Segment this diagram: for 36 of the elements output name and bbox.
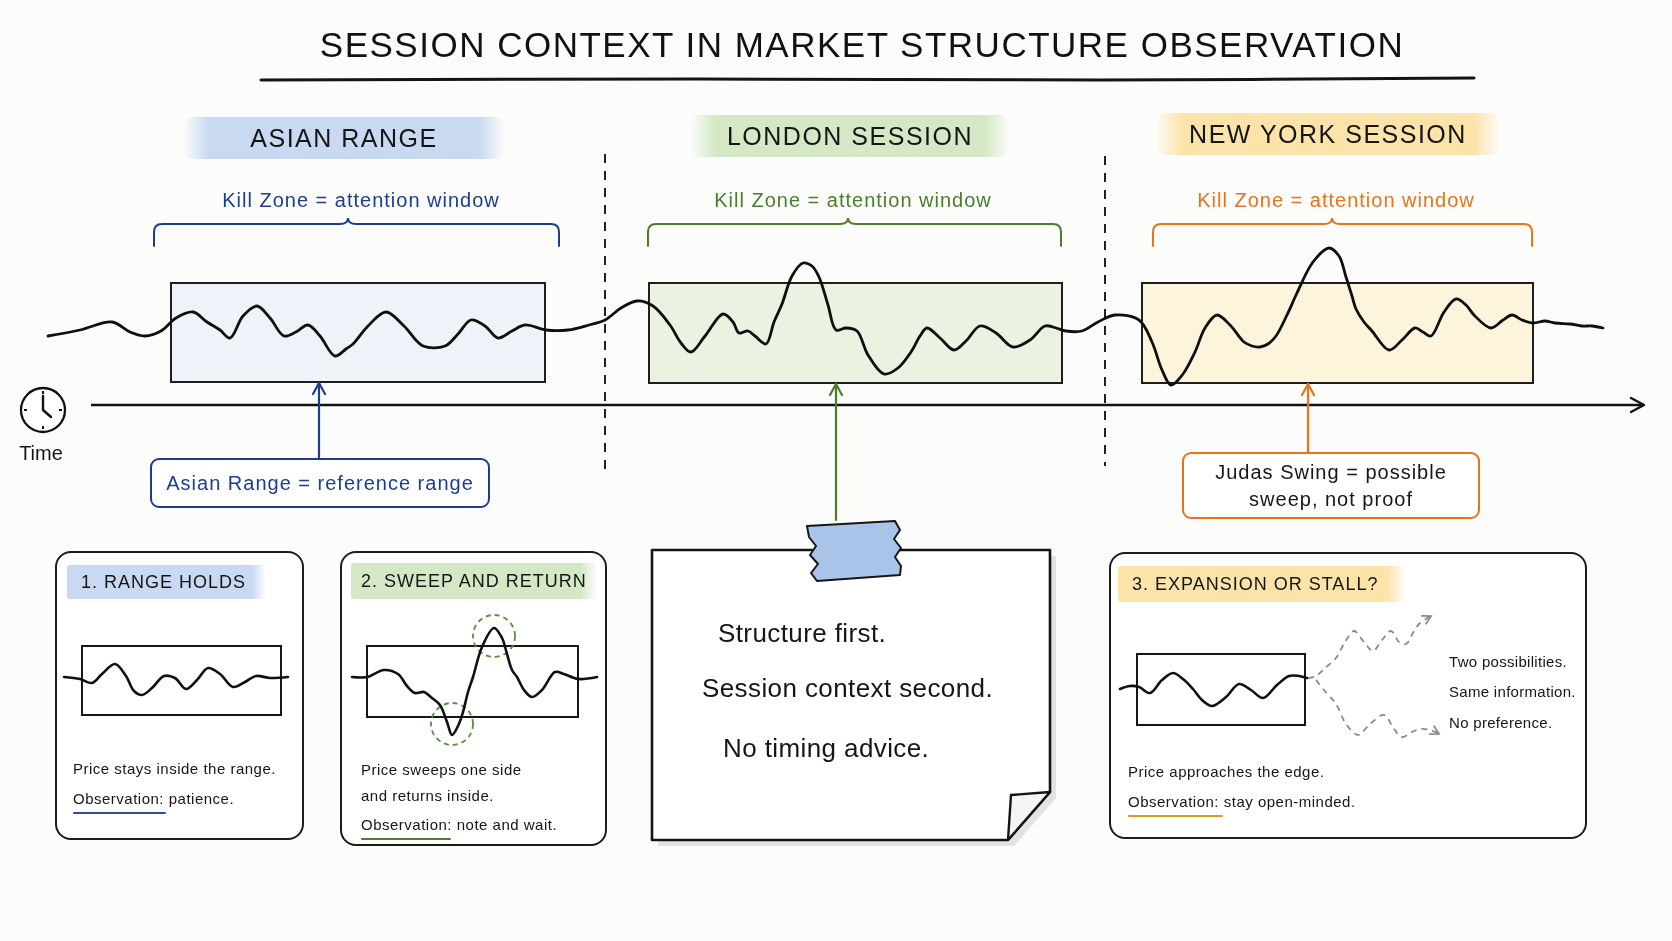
scenario-card xyxy=(340,551,607,846)
session-heading: ASIAN RANGE xyxy=(183,117,505,159)
axis-label: Time xyxy=(19,441,63,466)
callout-text: Asian Range = reference range xyxy=(166,470,474,496)
card-heading: 2. SWEEP AND RETURN xyxy=(351,563,598,599)
zone-label: Kill Zone = attention window xyxy=(714,188,992,213)
arrow xyxy=(828,382,844,522)
title: SESSION CONTEXT IN MARKET STRUCTURE OBSERVATION xyxy=(319,24,1405,66)
note-text: Session context second. xyxy=(702,672,994,705)
card-text: Same information. xyxy=(1449,682,1576,702)
kill-zone-box xyxy=(1141,282,1534,384)
session-heading: NEW YORK SESSION xyxy=(1155,113,1501,155)
observation-text: Observation: patience. xyxy=(73,786,301,816)
card-heading: 1. RANGE HOLDS xyxy=(67,565,266,599)
kill-zone-box xyxy=(648,282,1063,384)
card-text: Price approaches the edge. xyxy=(1128,762,1326,782)
arrow xyxy=(311,381,327,460)
arrow xyxy=(1300,382,1316,454)
kill-zone-box xyxy=(170,282,546,383)
session-heading: LONDON SESSION xyxy=(690,115,1010,157)
callout-box xyxy=(150,458,490,508)
card-text: Price sweeps one side and returns inside. xyxy=(361,760,523,806)
note-text: Structure first. xyxy=(718,617,887,650)
zone-label: Kill Zone = attention window xyxy=(1197,188,1475,213)
scenario-card xyxy=(1109,552,1587,839)
scenario-card xyxy=(55,551,304,840)
card-text: Price stays inside the range. xyxy=(73,759,277,779)
callout-text: Judas Swing = possible sweep, not proof xyxy=(1214,459,1448,512)
card-text: No preference. xyxy=(1449,713,1553,733)
observation-text: Observation: note and wait. xyxy=(361,812,601,842)
note-text: No timing advice. xyxy=(723,732,930,765)
callout-box xyxy=(1182,452,1480,519)
observation-text: Observation: stay open-minded. xyxy=(1128,789,1428,819)
zone-label: Kill Zone = attention window xyxy=(222,188,500,213)
card-heading: 3. EXPANSION OR STALL? xyxy=(1118,566,1407,602)
card-text: Two possibilities. xyxy=(1449,652,1567,672)
